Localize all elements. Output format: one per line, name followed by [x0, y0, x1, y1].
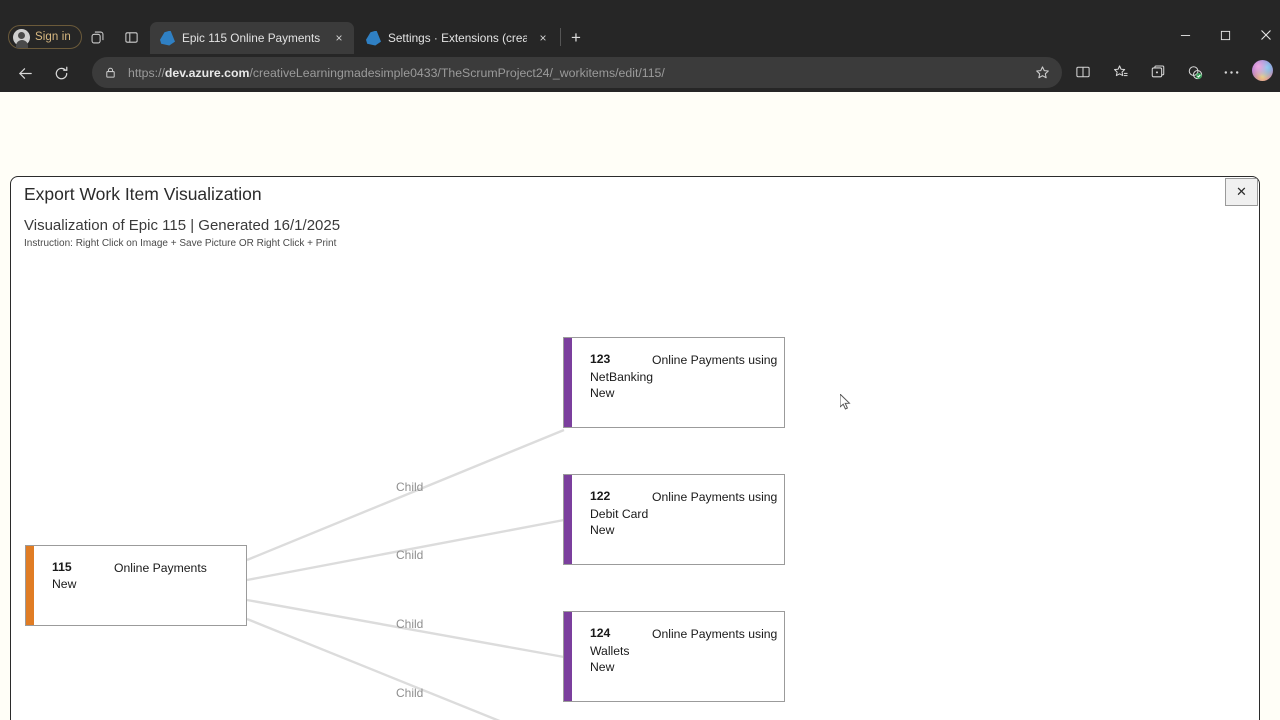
edge-line-123 [246, 428, 565, 562]
dialog-title: Export Work Item Visualization [24, 184, 262, 204]
minimize-icon[interactable] [1163, 20, 1208, 50]
collections-icon[interactable] [1143, 58, 1173, 86]
node-id: 124 [590, 626, 611, 640]
tab-close-icon[interactable]: × [539, 31, 547, 45]
node-accent-bar [564, 338, 572, 427]
url-text: https://dev.azure.com/creativeLearningma… [128, 65, 665, 80]
edge-line-122 [246, 518, 565, 582]
graph-connectors [246, 428, 565, 720]
work-item-node-122[interactable]: 122 Online Payments using Debit Card New [563, 474, 785, 565]
node-accent-bar [564, 612, 572, 701]
close-window-icon[interactable] [1243, 20, 1280, 50]
maximize-icon[interactable] [1203, 20, 1248, 50]
tab-search-icon[interactable] [118, 25, 144, 49]
work-item-graph: 115 Online Payments New 123 Online Payme… [11, 255, 1259, 720]
node-title-line2: Wallets [590, 644, 630, 658]
node-title-line2: Debit Card [590, 507, 649, 521]
tab-title: Epic 115 Online Payments [182, 31, 321, 45]
edge-label-child-123: Child [396, 480, 424, 494]
copilot-orb-icon[interactable] [1250, 58, 1274, 82]
browser-tab-active[interactable]: Epic 115 Online Payments × [150, 22, 354, 54]
edge-label-child-121: Child [396, 686, 424, 700]
split-screen-icon[interactable] [1068, 58, 1098, 86]
azure-devops-favicon-icon [160, 30, 175, 46]
node-id: 122 [590, 489, 611, 503]
node-accent-bar [26, 546, 34, 625]
tab-title: Settings · Extensions (creativeLea [388, 31, 527, 45]
edge-label-child-124: Child [396, 617, 424, 631]
dialog-instruction: Instruction: Right Click on Image + Save… [24, 238, 337, 249]
account-avatar-icon [13, 28, 30, 48]
address-bar[interactable]: https://dev.azure.com/creativeLearningma… [92, 57, 1062, 88]
node-state: New [590, 386, 615, 400]
lock-icon [104, 66, 122, 79]
export-visualization-dialog: Export Work Item Visualization Visualiza… [10, 176, 1260, 720]
page-viewport: Classification Export Work Item Visualiz… [0, 92, 1280, 720]
browser-titlebar: Sign in Epic 115 Online Payments × Setti… [0, 0, 1280, 54]
browser-tab-settings[interactable]: Settings · Extensions (creativeLea × [356, 22, 558, 54]
node-state: New [590, 660, 615, 674]
node-title-line1: Online Payments using [652, 490, 778, 504]
favorites-icon[interactable] [1106, 58, 1136, 86]
node-state: New [590, 523, 615, 537]
tab-close-icon[interactable]: × [335, 31, 343, 45]
azure-devops-favicon-icon [366, 30, 381, 46]
work-item-node-124[interactable]: 124 Online Payments using Wallets New [563, 611, 785, 702]
edge-line-121 [246, 617, 501, 720]
work-item-node-123[interactable]: 123 Online Payments using NetBanking New [563, 337, 785, 428]
node-state: New [52, 577, 77, 591]
copilot-icon[interactable] [84, 25, 110, 49]
dialog-subtitle: Visualization of Epic 115 | Generated 16… [24, 217, 341, 234]
new-tab-icon[interactable]: + [571, 28, 581, 47]
more-options-icon[interactable] [1216, 58, 1246, 86]
star-icon[interactable] [1030, 65, 1054, 80]
tab-divider [560, 28, 561, 46]
work-item-node-115[interactable]: 115 Online Payments New [25, 545, 247, 626]
dialog-header: Export Work Item Visualization Visualiza… [11, 177, 1259, 255]
close-icon[interactable]: ✕ [1225, 178, 1258, 206]
reload-icon[interactable] [46, 59, 76, 87]
node-title: Online Payments [114, 561, 207, 575]
node-title-line1: Online Payments using [652, 353, 778, 367]
sign-in-label: Sign in [35, 31, 71, 43]
back-arrow-icon[interactable] [10, 59, 40, 87]
node-id: 115 [52, 560, 72, 574]
node-title-line2: NetBanking [590, 370, 654, 384]
edge-label-child-122: Child [396, 548, 424, 562]
edge-line-124 [246, 598, 565, 659]
node-accent-bar [564, 475, 572, 564]
node-title-line1: Online Payments using [652, 627, 778, 641]
sign-in-button[interactable]: Sign in [8, 25, 82, 49]
node-id: 123 [590, 352, 611, 366]
browser-essentials-icon[interactable] [1180, 58, 1210, 86]
